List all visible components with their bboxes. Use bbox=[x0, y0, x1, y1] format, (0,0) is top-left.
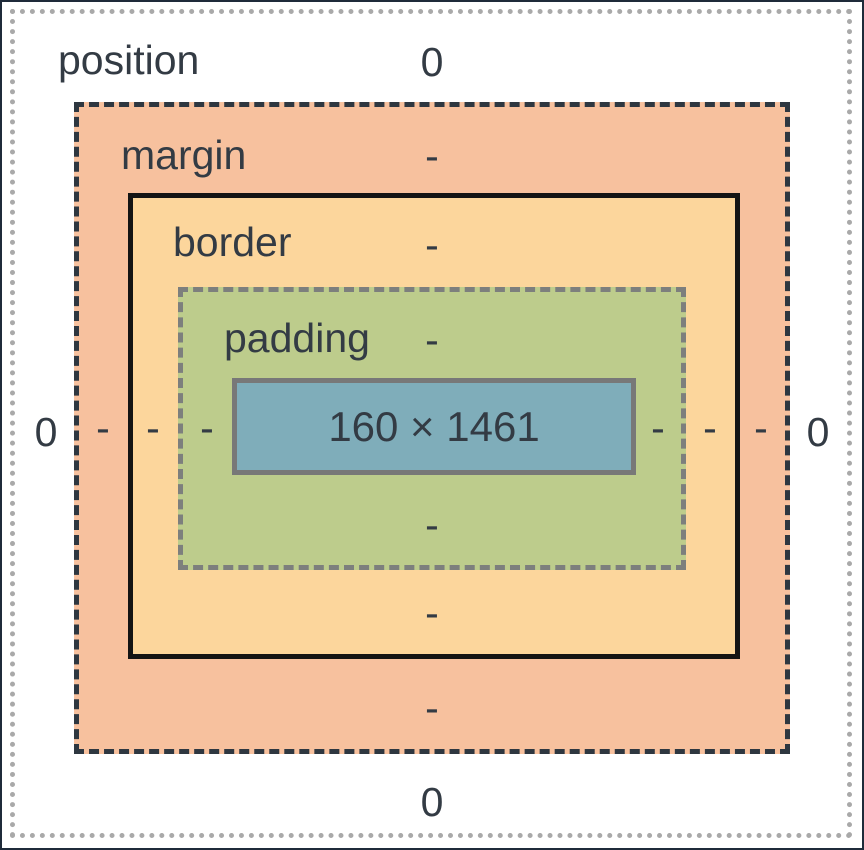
margin-label: margin bbox=[121, 132, 247, 178]
padding-right-value[interactable]: - bbox=[651, 405, 665, 451]
content-box[interactable] bbox=[232, 378, 636, 475]
margin-top-value[interactable]: - bbox=[425, 133, 439, 179]
position-left-value[interactable]: 0 bbox=[34, 409, 58, 455]
padding-bottom-value[interactable]: - bbox=[425, 502, 439, 548]
margin-bottom-value[interactable]: - bbox=[425, 685, 439, 731]
border-bottom-value[interactable]: - bbox=[425, 590, 439, 636]
padding-label: padding bbox=[224, 315, 370, 361]
border-label: border bbox=[173, 219, 292, 265]
border-top-value[interactable]: - bbox=[425, 222, 439, 268]
border-left-value[interactable]: - bbox=[146, 405, 160, 451]
position-top-value[interactable]: 0 bbox=[420, 39, 444, 85]
content-size[interactable]: 160 × 1461 bbox=[328, 402, 540, 450]
padding-top-value[interactable]: - bbox=[425, 317, 439, 363]
margin-right-value[interactable]: - bbox=[754, 405, 768, 451]
padding-left-value[interactable]: - bbox=[200, 405, 214, 451]
position-bottom-value[interactable]: 0 bbox=[420, 779, 444, 825]
position-label: position bbox=[58, 37, 200, 83]
margin-left-value[interactable]: - bbox=[96, 405, 110, 451]
border-right-value[interactable]: - bbox=[703, 405, 717, 451]
position-right-value[interactable]: 0 bbox=[806, 409, 830, 455]
